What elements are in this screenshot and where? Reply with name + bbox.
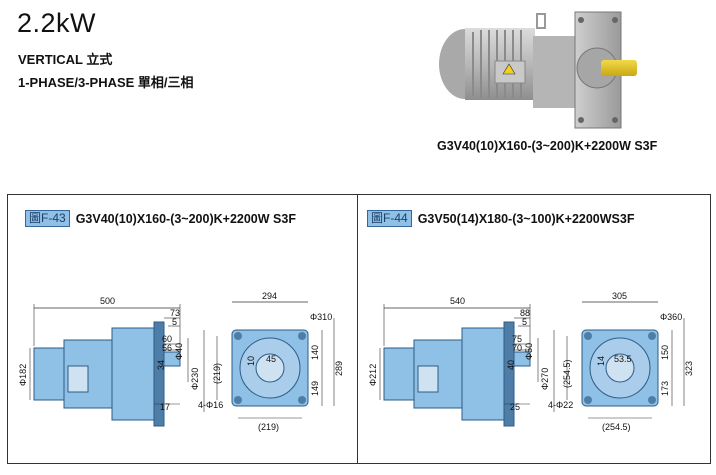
drawing-f44: 540 88 5 75 70 40 Φ50 Φ270 Φ212 25 305 Φ… xyxy=(368,291,694,432)
dim-pcd-v: (219) xyxy=(212,363,222,384)
dim-d1: 73 xyxy=(170,308,180,318)
dim-overall-length: 500 xyxy=(100,296,115,306)
power-rating: 2.2kW xyxy=(17,8,97,38)
dim-key-w: 10 xyxy=(246,356,256,366)
model-code: G3V50(14)X180-(3~100)K+2200WS3F xyxy=(417,211,635,226)
dim-flange-width: 305 xyxy=(612,291,627,301)
vertical-gear-motor-photo xyxy=(439,11,637,129)
dim-pcd-h: (219) xyxy=(258,422,279,432)
dim-d3: 75 xyxy=(512,334,522,344)
dim-motor-dia: Φ182 xyxy=(18,364,28,386)
dim-key-h: 45 xyxy=(266,354,276,364)
side-view: 500 73 5 60 56 34 Φ40 Φ230 Φ182 17 xyxy=(18,296,205,427)
dim-shaft-dia: Φ50 xyxy=(524,343,534,360)
dim-v-top: 150 xyxy=(660,345,670,360)
dim-flange-thk: 25 xyxy=(510,402,520,412)
front-view: 294 Φ310 (219) 140 149 289 10 45 4-Φ16 (… xyxy=(198,291,344,432)
dim-flange-pilot: Φ230 xyxy=(190,368,200,390)
side-view: 540 88 5 75 70 40 Φ50 Φ270 Φ212 25 xyxy=(368,296,555,427)
dim-d1: 88 xyxy=(520,308,530,318)
dim-d2: 5 xyxy=(522,317,527,327)
figure-tag: 圖F-43 xyxy=(25,210,70,227)
dim-holes: 4-Φ16 xyxy=(198,400,223,410)
panel-title-f43: 圖F-43 G3V40(10)X160-(3~200)K+2200W S3F xyxy=(25,210,296,227)
dim-shaft-dia: Φ40 xyxy=(174,343,184,360)
dim-motor-dia: Φ212 xyxy=(368,364,378,386)
phase-type: 1-PHASE/3-PHASE 單相/三相 xyxy=(18,75,194,90)
dim-key: 40 xyxy=(506,360,516,370)
panel-title-f44: 圖F-44 G3V50(14)X180-(3~100)K+2200WS3F xyxy=(367,210,634,227)
dim-d2: 5 xyxy=(172,317,177,327)
dim-flange-pilot: Φ270 xyxy=(540,368,550,390)
dim-d3: 60 xyxy=(162,334,172,344)
front-view: 305 Φ360 (254.5) 150 173 323 14 53.5 4-Φ… xyxy=(548,291,694,432)
dim-v-top: 140 xyxy=(310,345,320,360)
mount-type: VERTICAL 立式 xyxy=(18,52,113,67)
dim-bolt-circle: Φ360 xyxy=(660,312,682,322)
dim-d4: 56 xyxy=(162,343,172,353)
dim-key: 34 xyxy=(156,360,166,370)
dim-bolt-circle: Φ310 xyxy=(310,312,332,322)
dim-v-bottom: 173 xyxy=(660,381,670,396)
dim-v-total: 289 xyxy=(334,361,344,376)
dim-key-w: 14 xyxy=(596,356,606,366)
dim-key-h: 53.5 xyxy=(614,354,632,364)
panel-divider xyxy=(357,194,358,463)
dim-overall-length: 540 xyxy=(450,296,465,306)
model-code: G3V40(10)X160-(3~200)K+2200W S3F xyxy=(75,211,296,226)
dim-flange-width: 294 xyxy=(262,291,277,301)
dim-pcd-v: (254.5) xyxy=(562,359,572,388)
dim-v-bottom: 149 xyxy=(310,381,320,396)
drawing-frame xyxy=(7,194,711,464)
dim-v-total: 323 xyxy=(684,361,694,376)
product-caption: G3V40(10)X160-(3~200)K+2200W S3F xyxy=(437,139,658,153)
figure-tag: 圖F-44 xyxy=(367,210,412,227)
dim-d4: 70 xyxy=(512,343,522,353)
dim-flange-thk: 17 xyxy=(160,402,170,412)
dim-holes: 4-Φ22 xyxy=(548,400,573,410)
drawing-f43: 500 73 5 60 56 34 Φ40 Φ230 Φ182 17 294 Φ… xyxy=(18,291,344,432)
dim-pcd-h: (254.5) xyxy=(602,422,631,432)
